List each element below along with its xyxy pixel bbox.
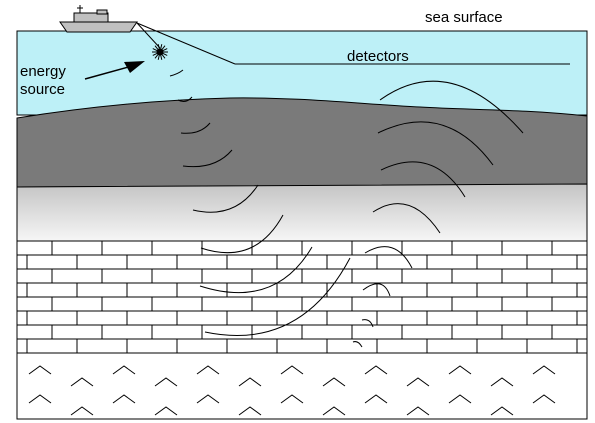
arrow-icon — [84, 61, 145, 80]
streamer-cables — [136, 22, 570, 65]
energy-source-label-line1: energy — [20, 63, 66, 80]
sand-layer — [16, 183, 588, 242]
energy-burst-icon — [152, 44, 168, 60]
brick-layer — [16, 240, 588, 354]
seismic-wave-arcs — [169, 69, 524, 348]
detectors-label: detectors — [347, 48, 409, 65]
bedrock-layer — [16, 352, 588, 420]
sea-surface-label: sea surface — [425, 9, 503, 26]
sediment-layer — [16, 97, 588, 188]
ship-icon — [59, 5, 138, 33]
energy-source-label-line2: source — [20, 81, 66, 98]
